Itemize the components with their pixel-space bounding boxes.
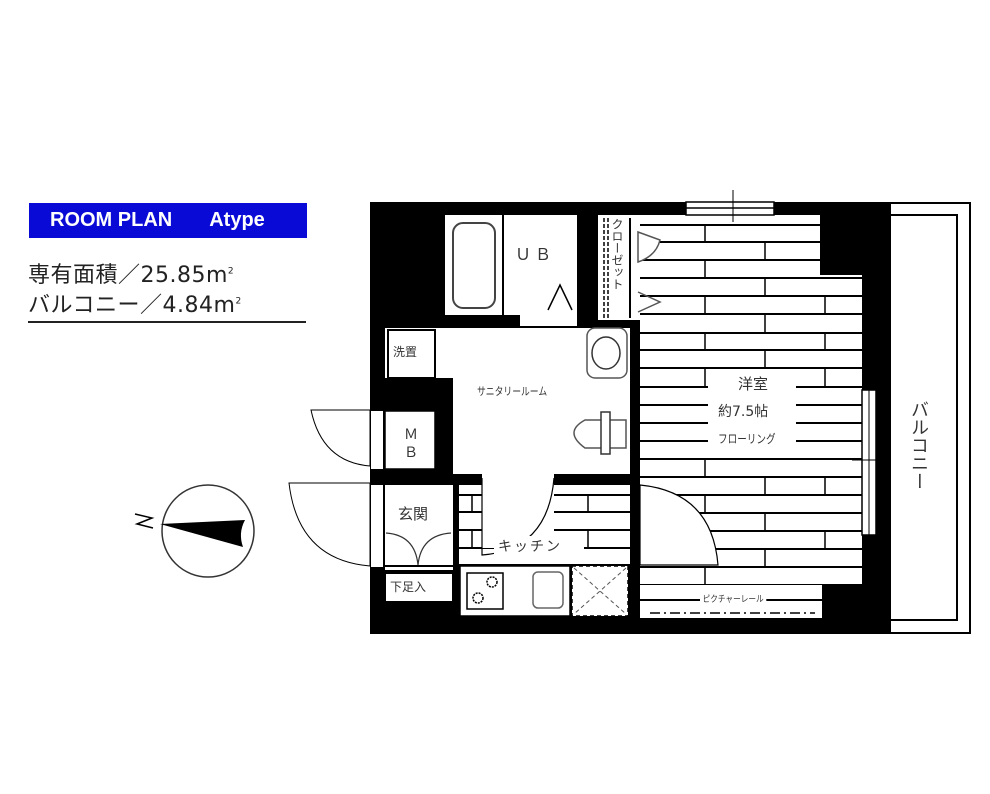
entrance-area bbox=[385, 485, 453, 570]
unit-bath-label: ＵＢ bbox=[515, 245, 556, 264]
washer-space-label: 洗置 bbox=[393, 345, 418, 359]
western-room-label: 洋室 bbox=[738, 375, 769, 393]
exclusive-area-value: 専有面積／25.85m bbox=[28, 263, 228, 288]
area-underline-divider bbox=[28, 321, 306, 323]
exclusive-area-text: 専有面積／25.85m2 bbox=[28, 257, 234, 289]
compass-north-arrow-icon bbox=[134, 484, 255, 578]
picture-rail-label: ピクチャーレール bbox=[700, 596, 767, 605]
balcony-area-value: バルコニー／4.84m bbox=[28, 293, 236, 318]
closet-label: クローゼット bbox=[610, 218, 624, 290]
unit-superscript: 2 bbox=[227, 266, 235, 277]
unit-superscript: 2 bbox=[235, 296, 242, 307]
flooring-label: フローリング bbox=[718, 432, 776, 446]
balcony-area-text: バルコニー／4.84m2 bbox=[28, 287, 242, 319]
room-plan-title-badge: ROOM PLAN Atype bbox=[29, 203, 307, 238]
meter-box-label-m: Ｍ bbox=[404, 427, 418, 443]
western-room-size-label: 約7.5帖 bbox=[718, 404, 769, 420]
kitchen-label: キッチン bbox=[498, 539, 562, 555]
balcony-label: バルコニー bbox=[908, 400, 929, 490]
room-type-label: Atype bbox=[209, 209, 265, 231]
room-plan-title: ROOM PLAN bbox=[50, 209, 173, 231]
entrance-label: 玄関 bbox=[398, 505, 429, 523]
sanitary-room-label: サニタリールーム bbox=[477, 385, 548, 398]
meter-box-label-b: Ｂ bbox=[404, 445, 418, 461]
shoe-box-label: 下足入 bbox=[390, 580, 427, 594]
